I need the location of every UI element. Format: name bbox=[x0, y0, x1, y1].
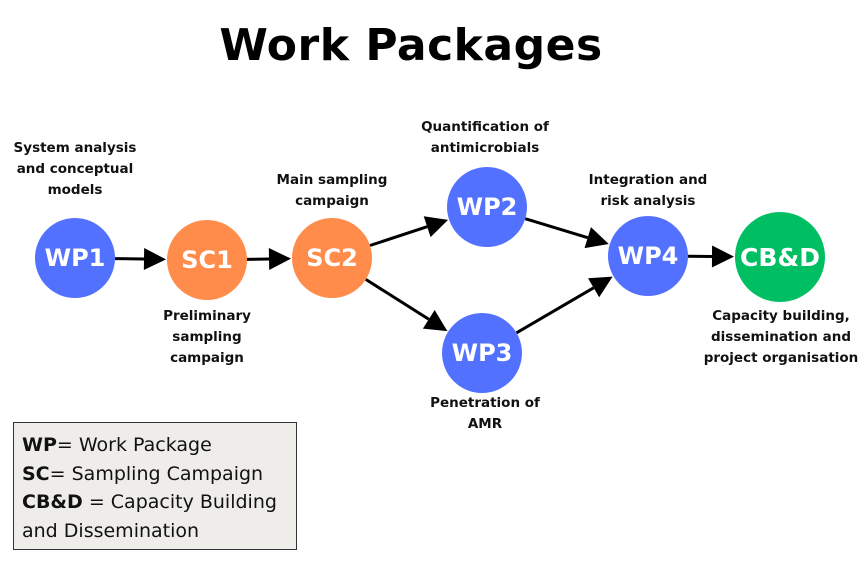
desc-wp3: Penetration of AMR bbox=[430, 395, 540, 432]
desc-wp4: Integration and risk analysis bbox=[588, 172, 708, 209]
node-label: SC1 bbox=[181, 246, 233, 274]
desc-wp2: Quantification of antimicrobials bbox=[421, 119, 549, 156]
node-cbd: CB&D bbox=[735, 212, 825, 302]
legend-meaning: Capacity Building and Dissemination bbox=[22, 491, 277, 542]
desc-sc2: Main sampling campaign bbox=[276, 172, 388, 209]
node-label: CB&D bbox=[740, 242, 820, 272]
node-sc2: SC2 bbox=[292, 218, 372, 298]
node-label: SC2 bbox=[306, 244, 358, 272]
node-wp1: WP1 bbox=[35, 218, 115, 298]
legend-abbr: SC bbox=[22, 462, 50, 485]
node-wp3: WP3 bbox=[442, 313, 522, 393]
desc-wp1: System analysis and conceptual models bbox=[13, 140, 137, 198]
edge-wp3-wp4 bbox=[515, 286, 595, 335]
legend-sep: = bbox=[56, 434, 79, 456]
arrowhead-icon bbox=[422, 309, 448, 332]
legend-abbr: WP bbox=[22, 434, 57, 456]
arrowhead-icon bbox=[143, 248, 167, 271]
node-label: WP3 bbox=[451, 339, 513, 367]
arrowhead-icon bbox=[584, 227, 609, 249]
edge-sc2-wp2 bbox=[369, 225, 428, 247]
arrowhead-icon bbox=[588, 276, 613, 298]
desc-cbd: Capacity building, dissemination and pro… bbox=[703, 308, 859, 366]
legend-meaning: Work Package bbox=[78, 434, 212, 456]
arrowhead-icon bbox=[423, 216, 449, 238]
legend-meaning: Sampling Campaign bbox=[71, 462, 264, 485]
legend-item-sc: SC= Sampling Campaign bbox=[22, 460, 296, 489]
node-wp2: WP2 bbox=[447, 167, 527, 247]
edge-wp2-wp4 bbox=[524, 217, 589, 240]
legend-sep: = bbox=[82, 491, 111, 513]
edge-sc2-wp3 bbox=[364, 278, 430, 321]
legend-box: WP= Work Package SC= Sampling Campaign C… bbox=[13, 422, 297, 550]
legend-item-cbd: CB&D = Capacity Building and Disseminati… bbox=[22, 488, 282, 545]
node-wp4: WP4 bbox=[608, 216, 688, 296]
arrowhead-icon bbox=[268, 248, 292, 271]
node-sc1: SC1 bbox=[167, 220, 247, 300]
legend-sep: = bbox=[49, 462, 72, 485]
legend-item-wp: WP= Work Package bbox=[22, 431, 296, 460]
diagram-title: Work Packages bbox=[219, 20, 603, 71]
legend-abbr: CB&D bbox=[22, 491, 83, 513]
node-label: WP2 bbox=[456, 193, 518, 221]
node-label: WP4 bbox=[617, 242, 679, 270]
node-label: WP1 bbox=[44, 244, 106, 272]
arrowhead-icon bbox=[711, 245, 735, 268]
desc-sc1: Preliminary sampling campaign bbox=[163, 308, 251, 366]
